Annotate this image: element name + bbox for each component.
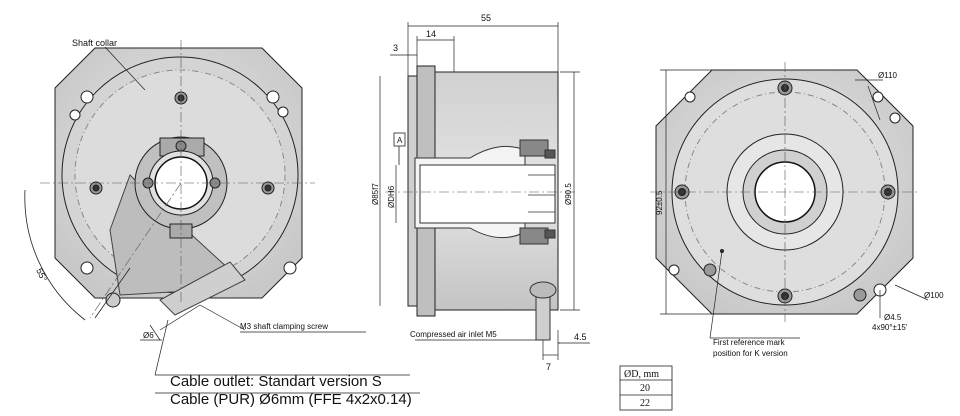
side-shaft bbox=[419, 164, 556, 224]
dim-4-5: 4.5 bbox=[574, 332, 587, 342]
holes-label: 4x90°±15' bbox=[872, 323, 908, 332]
left-front-view bbox=[24, 40, 420, 394]
ref-mark-line-1: First reference mark bbox=[713, 338, 786, 347]
d4-5-label: Ø4.5 bbox=[884, 313, 902, 322]
cable-line-2: Cable (PUR) Ø6mm (FFE 4x2x0.14) bbox=[170, 391, 412, 408]
datum-a: A bbox=[397, 136, 403, 145]
table-row: 22 bbox=[640, 398, 650, 409]
angle-arc bbox=[24, 189, 86, 321]
table-header: ØD, mm bbox=[624, 369, 659, 380]
shaft-collar-label: Shaft collar bbox=[72, 38, 117, 48]
d90-label: Ø90.5 bbox=[564, 183, 573, 205]
cable-line-1: Cable outlet: Standart version S bbox=[170, 373, 382, 390]
d110-label: Ø110 bbox=[878, 71, 898, 80]
dh6-label: ØDH6 bbox=[387, 185, 396, 208]
right-back-view bbox=[650, 62, 929, 339]
small-diameter-label: Ø6 bbox=[143, 331, 154, 340]
table-row: 20 bbox=[640, 383, 650, 394]
ref-mark-line-2: position for K version bbox=[713, 349, 788, 358]
left-labels: Shaft collar 55° M3 shaft clamping screw… bbox=[34, 38, 412, 408]
angle-label: 55° bbox=[34, 267, 49, 284]
screw-label: M3 shaft clamping screw bbox=[240, 322, 328, 331]
left-corner-holes bbox=[69, 90, 297, 275]
d85-label: Ø85f7 bbox=[371, 183, 380, 205]
dim-14: 14 bbox=[426, 29, 436, 39]
side-section-view bbox=[379, 22, 590, 360]
dim-3: 3 bbox=[393, 43, 398, 53]
diameter-table: ØD, mm 20 22 bbox=[619, 365, 673, 411]
side-labels: 55 3 14 A Ø85f7 ØDH6 Ø90.5 4.5 7 Compres… bbox=[371, 13, 587, 372]
dim-7: 7 bbox=[546, 362, 551, 372]
dim-92-label: 92±0.5 bbox=[655, 190, 664, 215]
dim-55: 55 bbox=[481, 13, 491, 23]
right-labels: Ø110 92±0.5 Ø100 Ø4.5 4x90°±15' First re… bbox=[655, 71, 944, 358]
air-inlet-label: Compressed air inlet M5 bbox=[410, 330, 497, 339]
d100-label: Ø100 bbox=[924, 291, 944, 300]
